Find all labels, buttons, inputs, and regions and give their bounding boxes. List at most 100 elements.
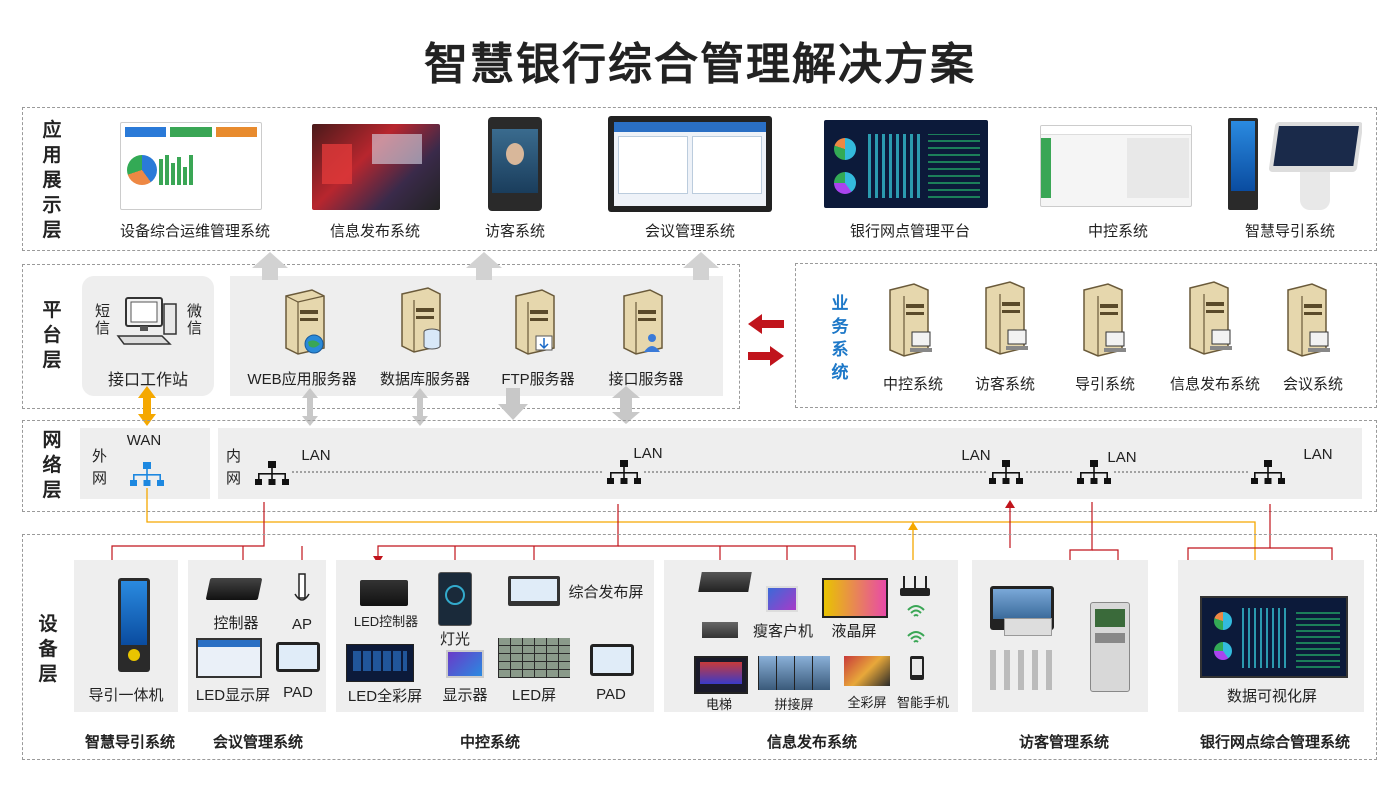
visitor-kiosk-base bbox=[1004, 618, 1052, 636]
network-layer bbox=[22, 420, 1377, 512]
business-system-label: 导引系统 bbox=[1074, 376, 1135, 393]
controller-device-image bbox=[205, 578, 263, 600]
pad-image bbox=[276, 642, 320, 672]
led-fullcolor-image bbox=[346, 644, 414, 682]
server-label: 接口服务器 bbox=[608, 371, 684, 388]
self-service-terminal-image bbox=[1090, 602, 1130, 692]
device-label: LED控制器 bbox=[353, 614, 419, 629]
device-layer bbox=[22, 534, 1377, 760]
business-system-label: 访客系统 bbox=[974, 376, 1035, 393]
led-screen-image bbox=[498, 638, 570, 678]
ftp-server-icon bbox=[515, 289, 555, 355]
central-control-image bbox=[1040, 125, 1192, 207]
app-layer bbox=[22, 107, 1377, 251]
device-label: 导引一体机 bbox=[88, 687, 164, 704]
device-layer-label: 设备层 bbox=[38, 614, 58, 685]
database-server-icon bbox=[401, 287, 441, 353]
ops-dashboard-image bbox=[120, 122, 262, 210]
app-item-label: 银行网点管理平台 bbox=[849, 223, 970, 240]
device-label: LED显示屏 bbox=[195, 687, 271, 704]
business-system-label: 信息发布系统 bbox=[1169, 376, 1260, 393]
lan-label: LAN bbox=[1107, 449, 1137, 466]
led-controller-image bbox=[360, 580, 408, 606]
device-label: 灯光 bbox=[439, 631, 470, 648]
device-label: 显示器 bbox=[442, 687, 488, 704]
external-net-label: 外网 bbox=[92, 448, 108, 487]
router-icon bbox=[900, 576, 930, 596]
lighting-panel-image bbox=[438, 572, 472, 626]
server-label: FTP服务器 bbox=[501, 371, 575, 388]
lan-label: LAN bbox=[301, 447, 331, 464]
fullcolor-screen-image bbox=[844, 656, 890, 686]
info-release-image bbox=[312, 124, 440, 210]
device-label: PAD bbox=[596, 686, 626, 703]
page-title: 智慧银行综合管理解决方案 bbox=[424, 40, 976, 89]
wifi-icon bbox=[907, 631, 925, 643]
device-label: 综合发布屏 bbox=[568, 584, 644, 601]
lan-label: LAN bbox=[633, 445, 663, 462]
release-screen-image bbox=[508, 576, 560, 606]
workstation-icon bbox=[116, 297, 177, 345]
business-panel bbox=[795, 263, 1377, 408]
wifi-icon bbox=[907, 605, 925, 617]
device-label: 电梯 bbox=[705, 697, 732, 712]
turnstile-image bbox=[990, 650, 1060, 690]
server-label: 数据库服务器 bbox=[379, 371, 470, 388]
sms-label: 短信 bbox=[95, 303, 111, 337]
device-label: LED屏 bbox=[511, 687, 557, 704]
device-group-name: 访客管理系统 bbox=[1018, 734, 1109, 751]
network-layer-label: 网络层 bbox=[42, 430, 62, 501]
video-wall-image bbox=[758, 656, 830, 690]
app-item-label: 设备综合运维管理系统 bbox=[119, 223, 270, 240]
platform-layer-label: 平台层 bbox=[42, 300, 62, 371]
device-group-name: 会议管理系统 bbox=[212, 734, 303, 751]
lan-panel bbox=[218, 428, 1362, 499]
meeting-screen-image bbox=[608, 116, 772, 212]
wan-label: WAN bbox=[126, 432, 162, 449]
app-item-label: 访客系统 bbox=[484, 223, 545, 240]
app-layer-label: 应用展示层 bbox=[42, 120, 62, 241]
thin-client-image bbox=[766, 586, 798, 612]
monitor-image bbox=[446, 650, 484, 678]
device-group-name: 信息发布系统 bbox=[766, 734, 857, 751]
media-player-image bbox=[698, 572, 752, 592]
smartphone-image bbox=[910, 656, 924, 680]
device-label: 智能手机 bbox=[896, 695, 949, 710]
led-display-image bbox=[196, 638, 262, 678]
app-item-label: 智慧导引系统 bbox=[1244, 223, 1335, 240]
device-label: PAD bbox=[283, 684, 313, 701]
business-system-label: 会议系统 bbox=[1282, 376, 1343, 393]
guide-kiosk-image bbox=[1226, 118, 1362, 212]
platform-layer bbox=[22, 264, 740, 409]
device-label: AP bbox=[291, 616, 312, 633]
guide-kiosk-device-image bbox=[118, 578, 150, 672]
device-label: 数据可视化屏 bbox=[1226, 688, 1317, 705]
lan-label: LAN bbox=[1303, 446, 1333, 463]
device-group-name: 智慧导引系统 bbox=[84, 734, 175, 751]
business-label: 业务系统 bbox=[831, 294, 849, 382]
device-label: LED全彩屏 bbox=[347, 688, 423, 705]
ap-icon bbox=[294, 573, 310, 601]
lcd-screen-image bbox=[822, 578, 888, 618]
business-system-label: 中控系统 bbox=[882, 376, 943, 393]
control-pad-image bbox=[590, 644, 634, 676]
web-server-icon bbox=[285, 289, 325, 355]
app-item-label: 会议管理系统 bbox=[644, 223, 735, 240]
device-label: 瘦客户机 bbox=[752, 623, 813, 640]
elevator-screen-image bbox=[694, 656, 748, 694]
media-box-image bbox=[702, 622, 738, 638]
device-label: 液晶屏 bbox=[831, 623, 877, 640]
visitor-terminal-image bbox=[488, 117, 542, 211]
visualization-screen-image bbox=[1200, 596, 1348, 678]
device-label: 控制器 bbox=[213, 615, 259, 632]
app-item-label: 中控系统 bbox=[1087, 223, 1148, 240]
server-label: WEB应用服务器 bbox=[247, 371, 357, 388]
interface-server-icon bbox=[623, 289, 663, 355]
device-label: 拼接屏 bbox=[774, 697, 814, 712]
bank-platform-image bbox=[824, 120, 988, 208]
lan-label: LAN bbox=[961, 447, 991, 464]
device-group-name: 银行网点综合管理系统 bbox=[1199, 734, 1350, 751]
wechat-label: 微信 bbox=[187, 303, 203, 337]
app-item-label: 信息发布系统 bbox=[329, 223, 420, 240]
